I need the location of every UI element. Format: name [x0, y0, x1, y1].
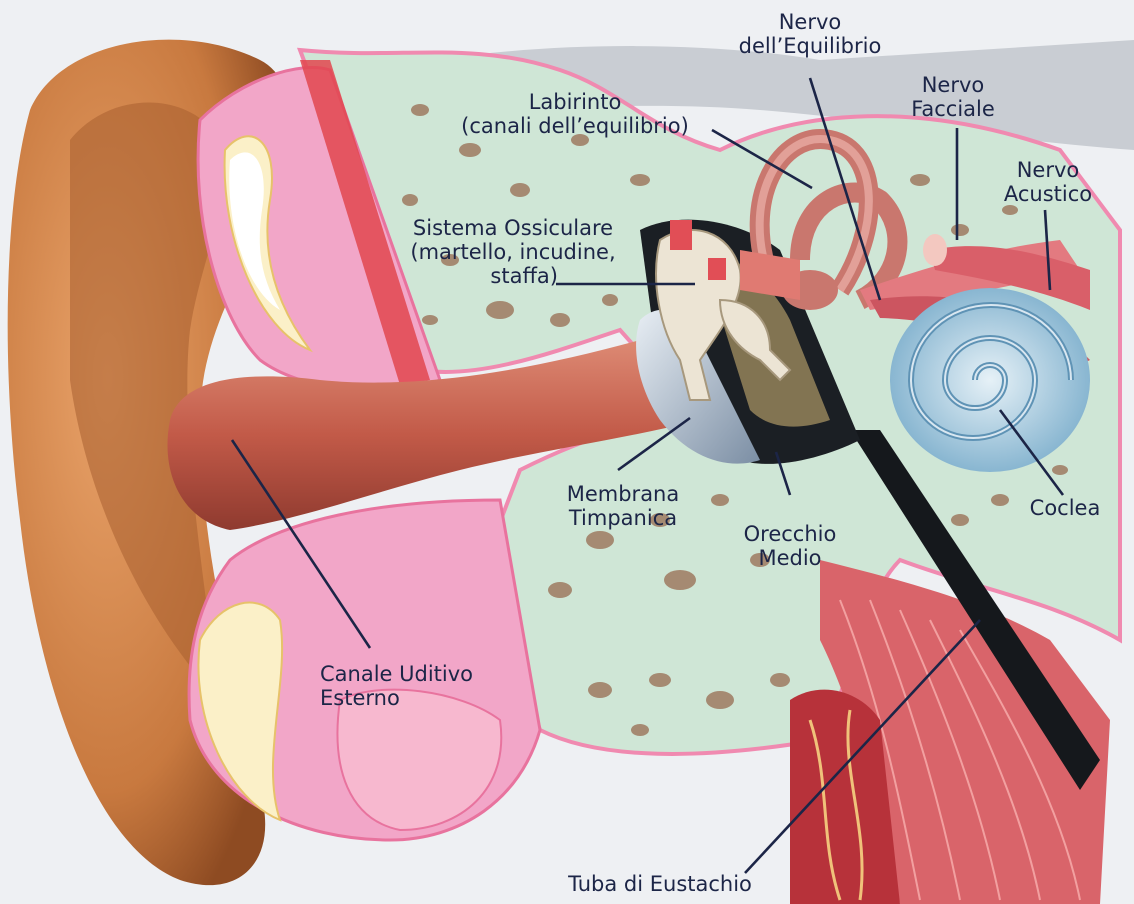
- label-nervo-facciale: Nervo Facciale: [911, 73, 995, 121]
- ear-canal: [167, 340, 700, 530]
- label-tuba-eustachio: Tuba di Eustachio: [568, 872, 752, 896]
- label-canale-uditivo: Canale Uditivo Esterno: [320, 662, 474, 710]
- label-nervo-acustico: Nervo Acustico: [1003, 158, 1093, 206]
- muscle-fibers: [839, 599, 1081, 901]
- bone-speckles: [402, 104, 1068, 736]
- label-labirinto: Labirinto (canali dell’equilibrio): [461, 90, 689, 138]
- label-membrana-timpanica: Membrana Timpanica: [566, 482, 680, 530]
- label-sistema-ossiculare: Sistema Ossiculare (martello, incudine, …: [410, 216, 616, 288]
- label-orecchio-medio: Orecchio Medio: [743, 522, 837, 570]
- label-nervo-equilibrio: Nervo dell’Equilibrio: [738, 10, 882, 58]
- pointer-lines: [230, 77, 1065, 874]
- label-coclea: Coclea: [1029, 496, 1101, 520]
- cochlea-shape: [890, 288, 1090, 472]
